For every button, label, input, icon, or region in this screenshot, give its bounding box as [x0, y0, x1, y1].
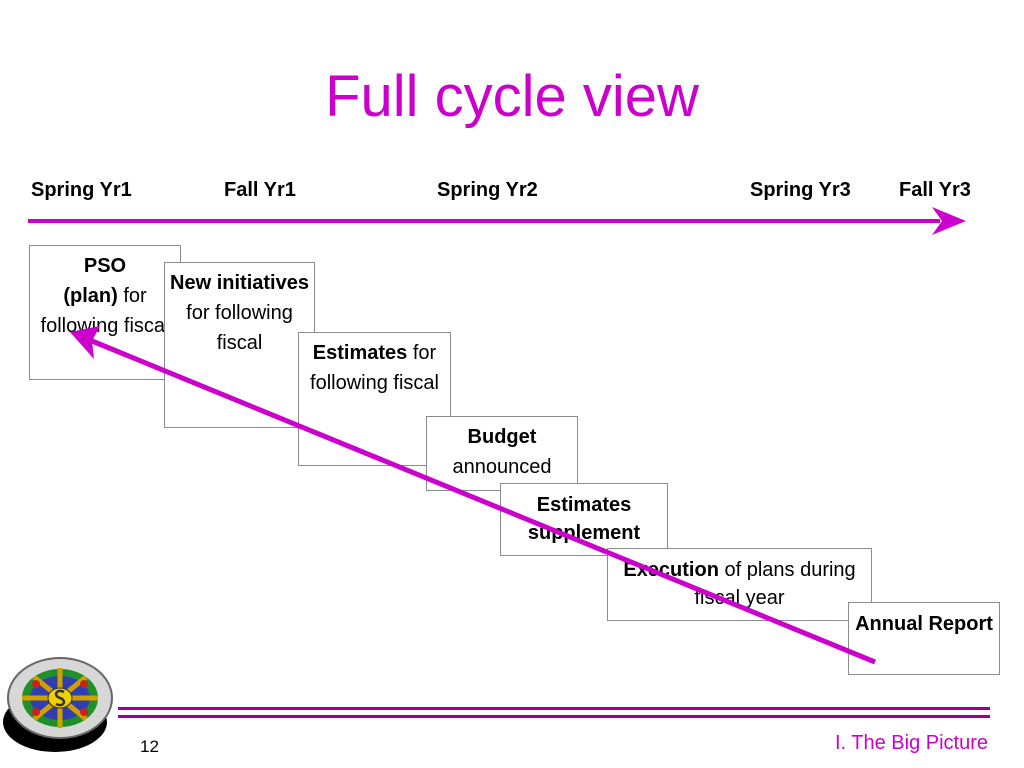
- timeline-label-spring-yr1: Spring Yr1: [31, 179, 132, 201]
- execution-label: Execution: [623, 559, 719, 581]
- slide-title: Full cycle view: [325, 64, 699, 129]
- section-title: I. The Big Picture: [834, 732, 988, 754]
- box-pso-plan: PSO (plan) for following fiscal: [29, 245, 181, 380]
- new-initiatives-label: New initiatives: [170, 272, 309, 294]
- timeline-label-fall-yr1: Fall Yr1: [224, 179, 296, 201]
- timeline-label-fall-yr3: Fall Yr3: [899, 179, 971, 201]
- estimates-rest-text: for following fiscal: [310, 342, 439, 394]
- estimates-label: Estimates: [312, 342, 408, 364]
- timeline-label-spring-yr2: Spring Yr2: [437, 179, 538, 201]
- new-initiatives-rest-text: for following fiscal: [186, 302, 293, 354]
- execution-rest-text: of plans during fiscal year: [694, 559, 856, 609]
- wheel-logo-icon: [3, 657, 113, 752]
- estimates-supplement-label: Estimates supplement: [527, 494, 641, 544]
- pso-label: PSO: [83, 255, 127, 277]
- footer-rule-bottom: [118, 715, 990, 718]
- plan-label: (plan): [63, 285, 118, 307]
- box-estimates: Estimates for following fiscal: [298, 332, 451, 466]
- budget-label: Budget: [467, 426, 537, 448]
- annual-report-label: Annual Report: [855, 613, 993, 635]
- budget-rest-text: announced: [452, 456, 552, 478]
- timeline-label-spring-yr3: Spring Yr3: [750, 179, 851, 201]
- footer-rule-top: [118, 707, 990, 710]
- page-number: 12: [140, 737, 159, 756]
